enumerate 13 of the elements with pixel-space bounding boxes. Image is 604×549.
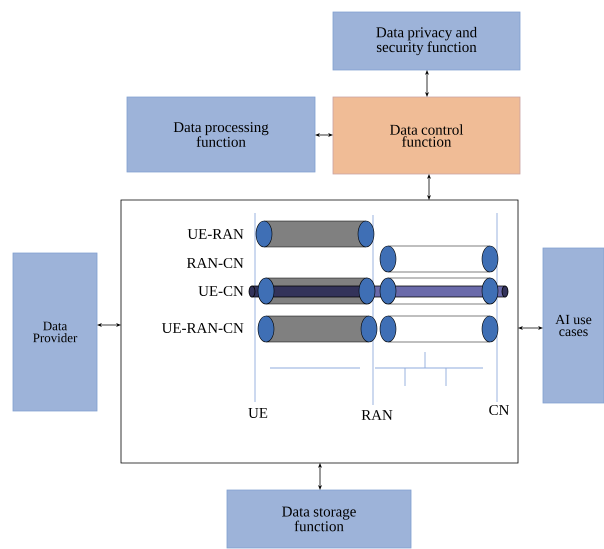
function-box: Data control function [332,96,520,174]
row-label: UE-CN [198,286,244,296]
row-label: UE-RAN-CN [162,322,244,333]
function-box: Data storage function [226,490,412,548]
row-label: UE-RAN [188,229,244,239]
row-label: RAN-CN [186,258,244,268]
domain-label: CN [489,404,510,415]
use-case-box: AI use cases [542,248,604,404]
function-box: Data processing function [126,96,316,172]
function-box: Data privacy and security function [332,12,520,70]
domain-label: UE [248,408,268,418]
domain-label: RAN [362,410,392,420]
provider-box: Data Provider [12,252,98,412]
